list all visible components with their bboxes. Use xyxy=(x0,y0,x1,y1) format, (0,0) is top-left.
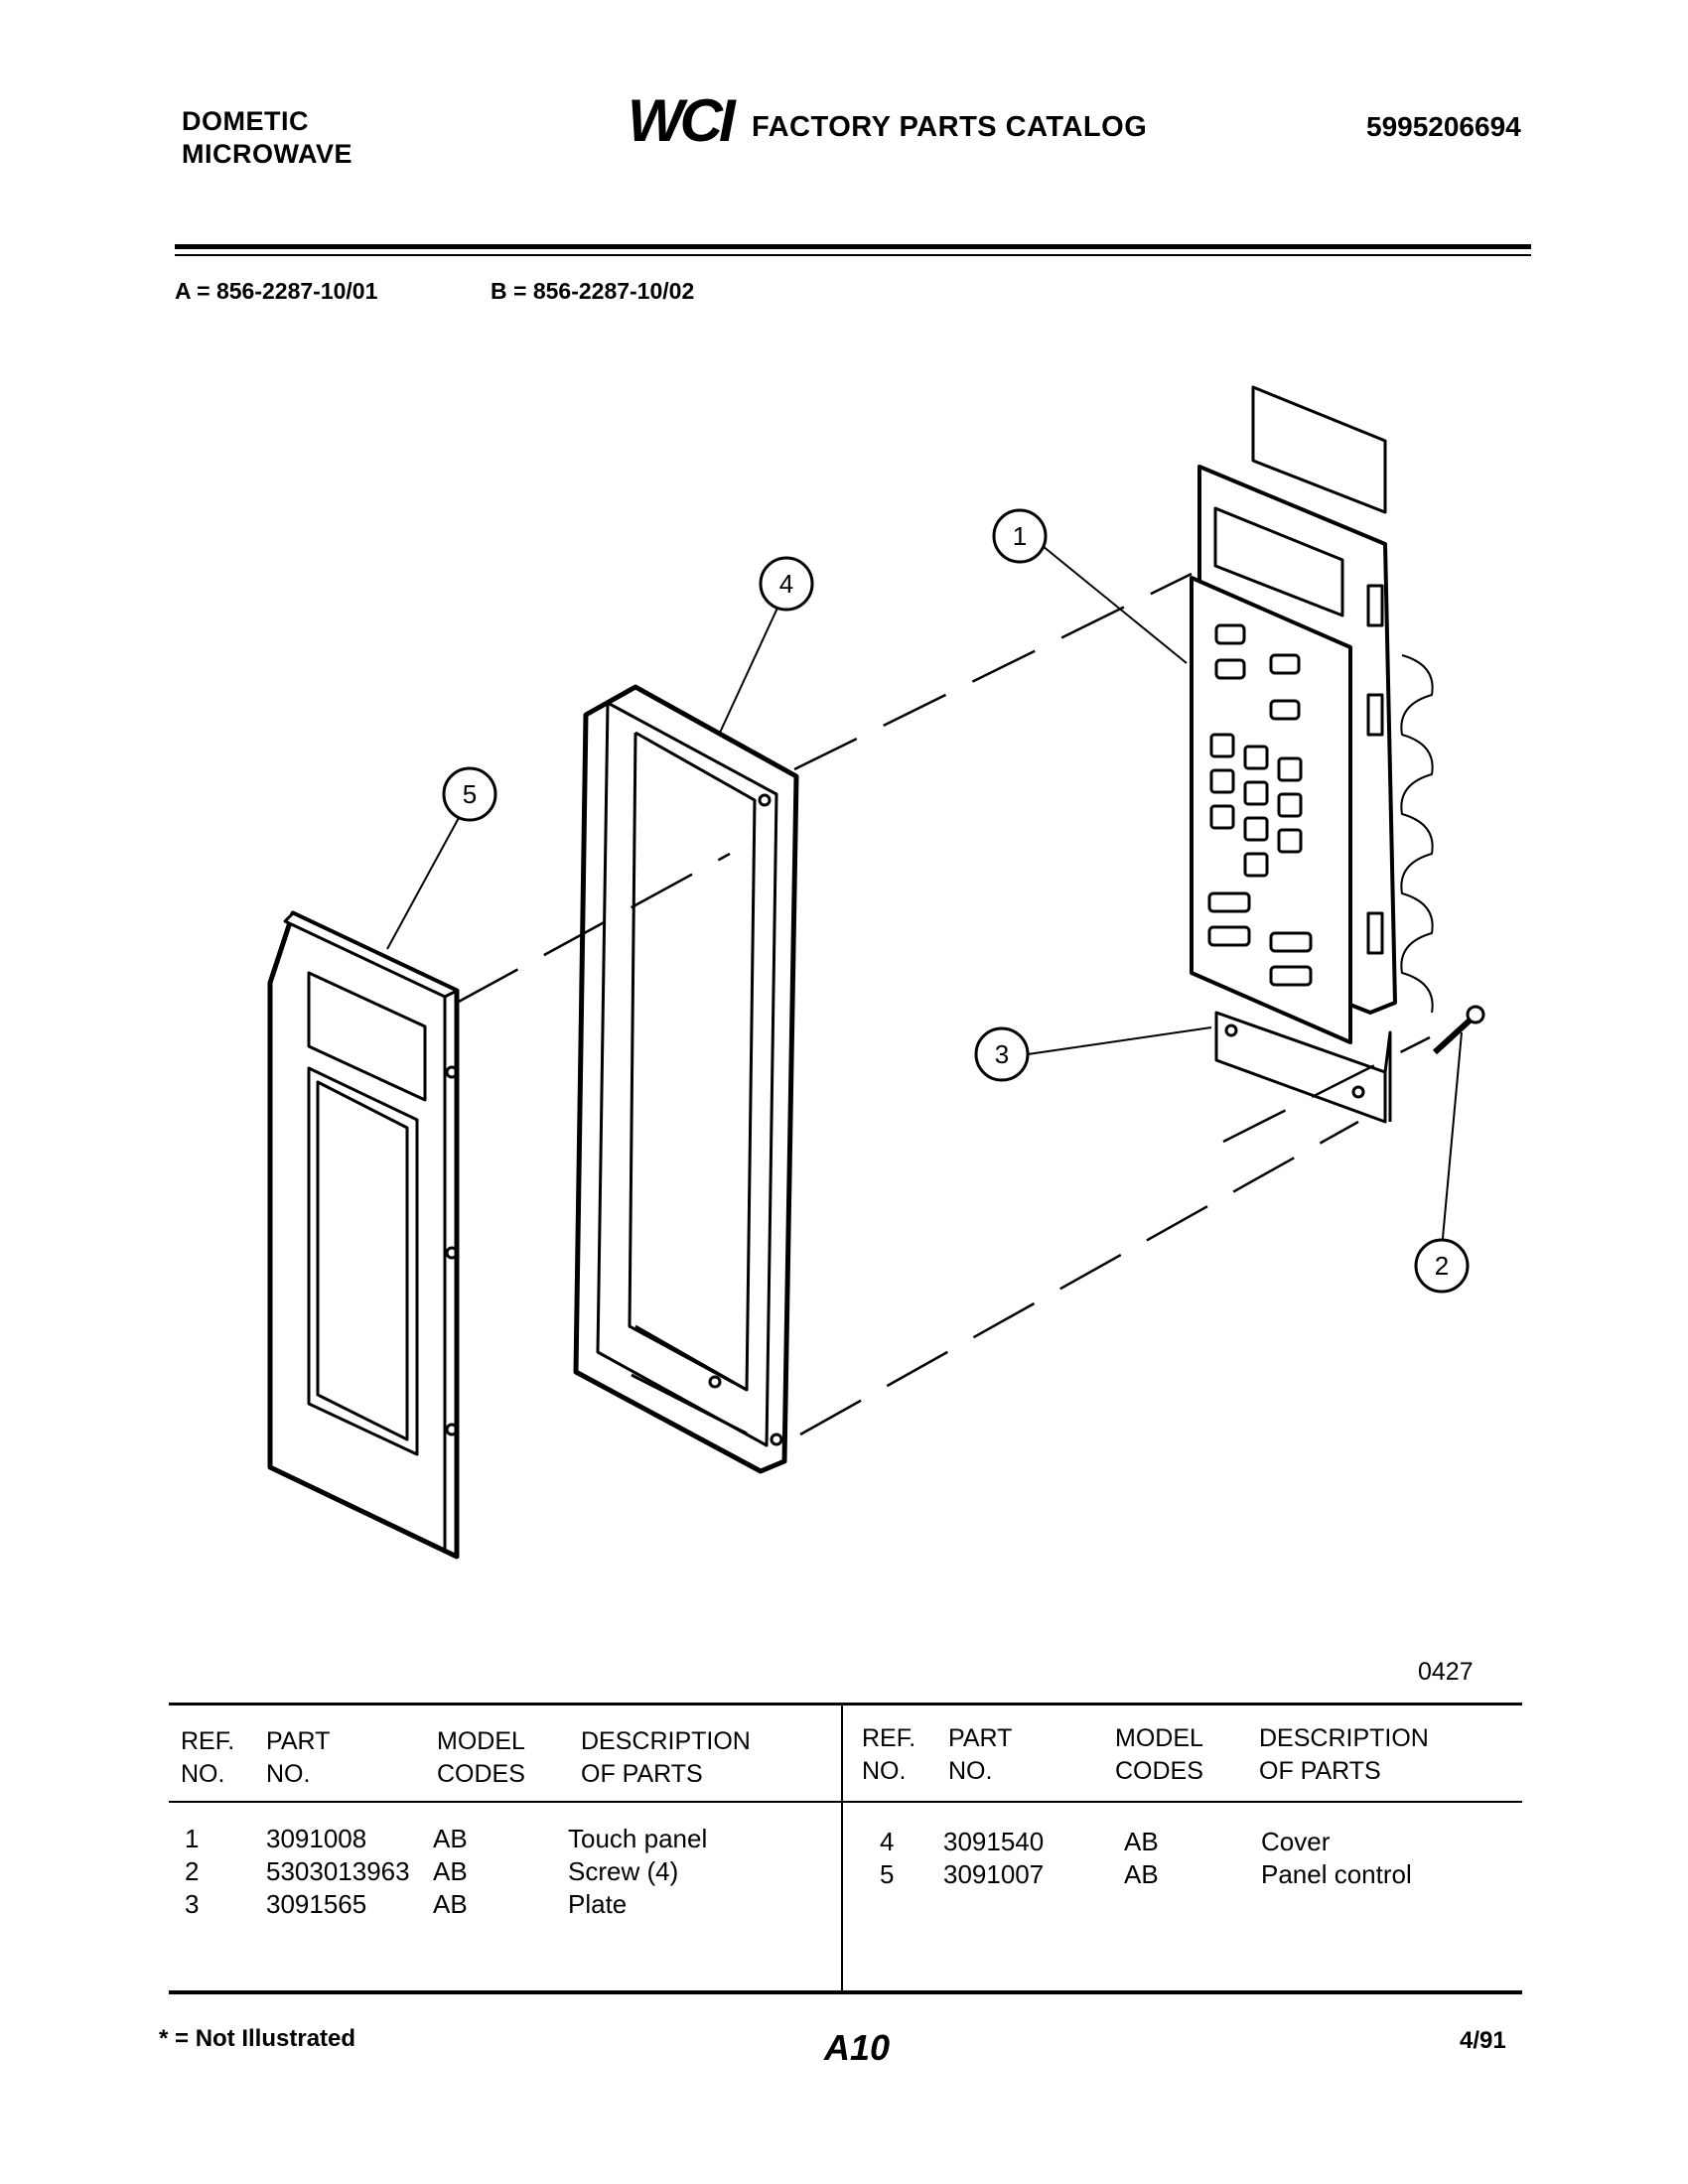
header-ref-line2: NO. xyxy=(181,1760,225,1788)
row-part: 3091540 xyxy=(943,1827,1045,1856)
row-desc: Panel control xyxy=(1261,1859,1412,1889)
row-desc: Screw (4) xyxy=(568,1856,679,1886)
row-codes: AB xyxy=(433,1856,468,1886)
part-5-panel-control xyxy=(267,910,460,1560)
callout-4: 4 xyxy=(759,556,814,612)
header-model-line2: CODES xyxy=(437,1760,525,1788)
row-desc: Cover xyxy=(1261,1827,1331,1856)
footer-date: 4/91 xyxy=(1460,2027,1506,2054)
callout-5-label: 5 xyxy=(463,779,477,809)
callout-2-label: 2 xyxy=(1435,1251,1449,1281)
header-part-line1: PART xyxy=(948,1724,1013,1752)
header-model-line1: MODEL xyxy=(1115,1724,1203,1752)
row-part: 3091008 xyxy=(266,1824,367,1853)
header-part-line2: NO. xyxy=(948,1757,993,1785)
part-4-cover xyxy=(573,684,799,1474)
header-desc-line1: DESCRIPTION xyxy=(581,1727,751,1755)
header-desc-line2: OF PARTS xyxy=(1259,1757,1381,1785)
table-rule-bottom xyxy=(169,1990,1522,1994)
header-ref-line2: NO. xyxy=(862,1757,907,1785)
header-desc-right: DESCRIPTION OF PARTS xyxy=(1259,1722,1429,1788)
row-codes: AB xyxy=(433,1824,468,1853)
row-ref: 4 xyxy=(880,1827,895,1856)
header-ref-line1: REF. xyxy=(181,1727,235,1755)
header-desc-line2: OF PARTS xyxy=(581,1760,703,1788)
row-desc: Touch panel xyxy=(568,1824,708,1853)
callout-1-label: 1 xyxy=(1013,521,1027,551)
part-3-plate xyxy=(1214,1011,1392,1124)
header-model-right: MODEL CODES xyxy=(1115,1722,1203,1788)
model-a: A = 856-2287-10/01 xyxy=(175,278,378,304)
row-part: 3091007 xyxy=(943,1859,1045,1889)
callout-4-label: 4 xyxy=(779,569,793,599)
model-b: B = 856-2287-10/02 xyxy=(491,278,695,304)
header-model-left: MODEL CODES xyxy=(437,1725,525,1791)
row-ref: 5 xyxy=(880,1859,895,1889)
header-rule-thick xyxy=(175,244,1531,249)
callout-3: 3 xyxy=(974,1026,1030,1082)
catalog-title: FACTORY PARTS CATALOG xyxy=(752,111,1148,143)
part-2-screw xyxy=(1432,1005,1485,1055)
brand-line-2: MICROWAVE xyxy=(182,139,352,169)
header-rule-thin xyxy=(175,254,1531,256)
table-rule-header xyxy=(169,1801,1522,1803)
table-divider xyxy=(841,1703,843,1990)
catalog-number: 5995206694 xyxy=(1366,111,1521,142)
brand-line-1: DOMETIC xyxy=(182,106,309,136)
table-rule-top xyxy=(169,1703,1522,1706)
leader-lines xyxy=(386,545,1463,1250)
part-1-touch-panel xyxy=(1190,385,1434,1044)
wci-logo: WCI xyxy=(628,91,741,149)
header-model-line2: CODES xyxy=(1115,1757,1203,1785)
header-part-left: PART NO. xyxy=(266,1725,330,1791)
header-part-line2: NO. xyxy=(266,1760,311,1788)
row-ref: 3 xyxy=(185,1889,200,1919)
callout-1: 1 xyxy=(992,508,1048,564)
callout-3-label: 3 xyxy=(995,1039,1009,1069)
footer-note: * = Not Illustrated xyxy=(159,2025,356,2052)
header-ref-left: REF. NO. xyxy=(181,1725,234,1791)
row-codes: AB xyxy=(1124,1859,1159,1889)
header-part-right: PART NO. xyxy=(948,1722,1012,1788)
diagram-code: 0427 xyxy=(1418,1658,1474,1686)
header-part-line1: PART xyxy=(266,1727,331,1755)
row-part: 5303013963 xyxy=(266,1856,410,1886)
row-desc: Plate xyxy=(568,1889,628,1919)
callouts: 1 2 3 4 5 xyxy=(442,508,1470,1294)
row-ref: 1 xyxy=(185,1824,200,1853)
row-part: 3091565 xyxy=(266,1889,367,1919)
exploded-diagram: 1 2 3 4 5 xyxy=(267,385,1485,1560)
callout-2: 2 xyxy=(1414,1238,1470,1294)
footer-page: A10 xyxy=(824,2027,891,2068)
header-desc-line1: DESCRIPTION xyxy=(1259,1724,1429,1752)
row-codes: AB xyxy=(1124,1827,1159,1856)
callout-5: 5 xyxy=(442,766,497,822)
table-row: 1 xyxy=(185,1823,199,1855)
header-ref-right: REF. NO. xyxy=(862,1722,915,1788)
brand-block: DOMETIC MICROWAVE xyxy=(182,105,352,171)
logo-text: WCI xyxy=(628,91,737,149)
header-model-line1: MODEL xyxy=(437,1727,525,1755)
alignment-lines xyxy=(456,572,1431,1436)
header-ref-line1: REF. xyxy=(862,1724,916,1752)
header-desc-left: DESCRIPTION OF PARTS xyxy=(581,1725,751,1791)
row-codes: AB xyxy=(433,1889,468,1919)
row-ref: 2 xyxy=(185,1856,200,1886)
